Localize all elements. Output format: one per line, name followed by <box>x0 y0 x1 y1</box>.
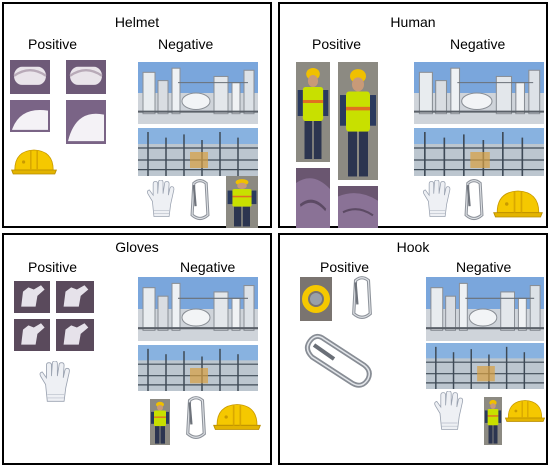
glove-crop-positive <box>14 319 50 351</box>
glove-crop-positive <box>56 281 94 313</box>
helmet-crop-positive <box>66 100 106 144</box>
positive-label: Positive <box>28 259 78 275</box>
helmet-crop-positive <box>10 60 50 94</box>
industrial-plant-photo <box>426 277 544 341</box>
hardhat-icon <box>212 399 262 435</box>
gloves-panel: Gloves Positive Negative <box>2 233 272 465</box>
glove-crop-positive <box>14 281 50 313</box>
hook-panel: Hook Positive Negative <box>278 233 548 465</box>
negative-label: Negative <box>158 36 214 52</box>
hardhat-icon <box>504 395 546 427</box>
industrial-plant-photo <box>426 343 544 389</box>
worker-photo <box>484 397 502 445</box>
hardhat-icon <box>10 144 58 180</box>
glove-icon <box>416 180 456 218</box>
human-crop-positive <box>338 186 378 228</box>
hook-crop-positive <box>300 277 332 321</box>
glove-crop-positive <box>56 319 94 351</box>
glove-icon <box>428 391 468 431</box>
panel-title: Helmet <box>114 14 160 30</box>
helmet-crop-positive <box>10 100 50 132</box>
industrial-plant-photo <box>138 128 258 176</box>
positive-label: Positive <box>312 36 362 52</box>
glove-icon <box>36 361 72 403</box>
industrial-plant-photo <box>414 128 544 176</box>
helmet-panel: Helmet Positive Negative <box>2 2 272 228</box>
industrial-plant-photo <box>138 277 258 341</box>
worker-photo <box>226 176 258 228</box>
positive-label: Positive <box>320 259 370 275</box>
industrial-plant-photo <box>138 345 258 391</box>
negative-label: Negative <box>456 259 512 275</box>
negative-label: Negative <box>450 36 506 52</box>
panel-title: Gloves <box>115 239 159 255</box>
carabiner-icon <box>186 178 214 222</box>
negative-label: Negative <box>180 259 236 275</box>
panel-title: Human <box>390 14 436 30</box>
positive-label: Positive <box>28 36 78 52</box>
industrial-plant-photo <box>138 62 258 124</box>
panel-title: Hook <box>396 239 430 255</box>
human-panel: Human Positive Negative <box>278 2 548 228</box>
worker-photo <box>296 62 330 162</box>
carabiner-icon <box>460 178 488 222</box>
industrial-plant-photo <box>414 62 544 124</box>
carabiner-icon <box>182 395 210 441</box>
carabiner-icon <box>300 331 374 389</box>
hardhat-icon <box>492 186 544 222</box>
helmet-crop-positive <box>66 60 106 94</box>
glove-icon <box>140 180 180 218</box>
worker-photo <box>150 399 170 445</box>
worker-photo <box>338 62 378 180</box>
carabiner-icon <box>348 275 376 321</box>
human-crop-positive <box>296 168 330 228</box>
